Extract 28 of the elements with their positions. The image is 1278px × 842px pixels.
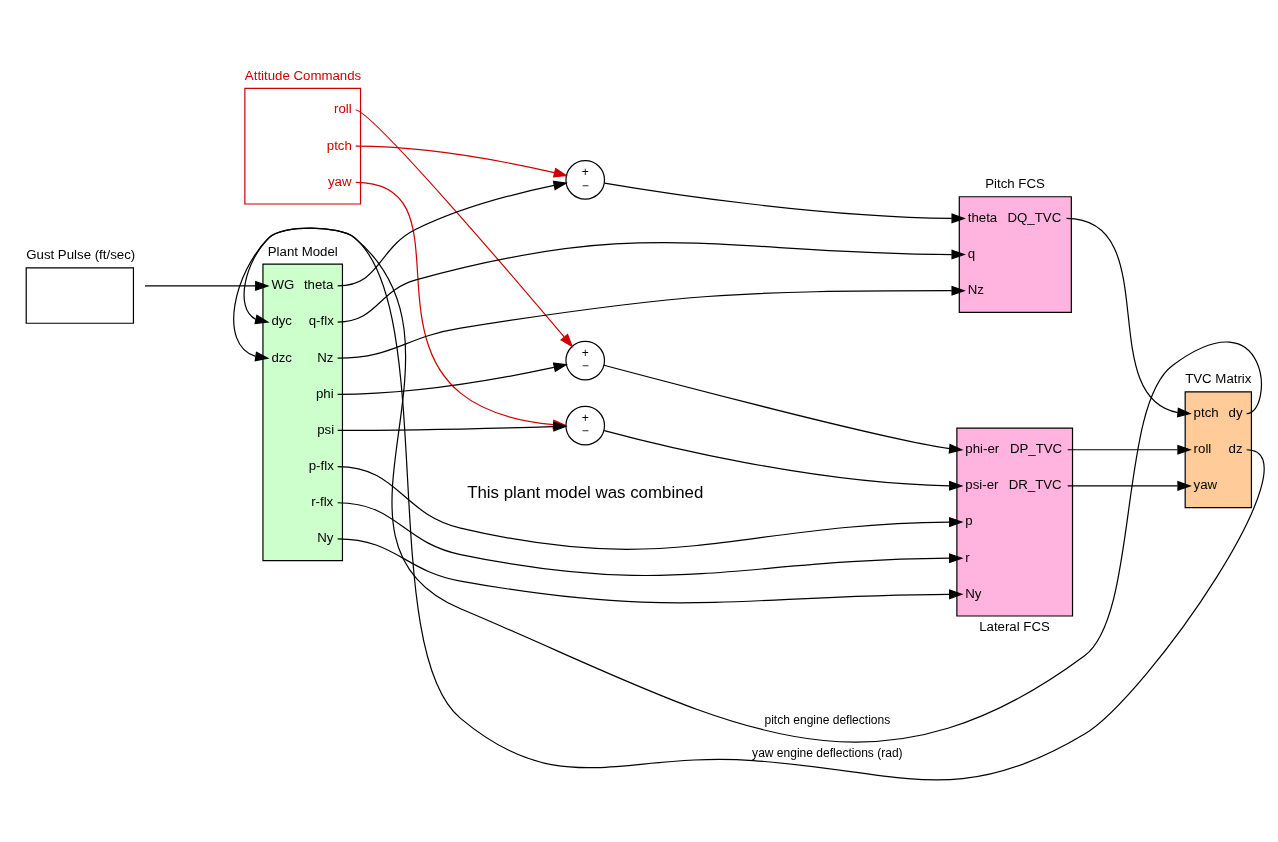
arrow (603, 364, 964, 454)
arrow (337, 502, 964, 577)
arrow (1067, 480, 1192, 491)
node-label: Attitude Commands (244, 67, 362, 83)
arrow (1065, 217, 1192, 418)
label: This plant model was combined (467, 482, 704, 502)
arrow (355, 109, 574, 348)
arrow (337, 285, 966, 359)
arrow (1067, 444, 1192, 455)
node-circle: + − (565, 160, 606, 200)
node-label: TVC Matrix (1185, 371, 1252, 387)
arrow (355, 145, 569, 178)
node-circle: + − (565, 340, 606, 381)
arrow (337, 466, 964, 550)
arrow (603, 182, 966, 224)
arrow (144, 280, 270, 291)
node-label: Lateral FCS (979, 619, 1050, 635)
node-circle: + − (565, 405, 606, 446)
edge-label: yaw engine deflections (rad) (752, 745, 903, 760)
arrow (337, 538, 964, 604)
arrow (337, 242, 966, 323)
arrow (337, 180, 568, 287)
node-label: Gust Pulse (ft/sec) (26, 247, 136, 263)
node-label: Plant Model (267, 243, 338, 259)
arrow (603, 429, 964, 491)
arrow (337, 362, 568, 395)
edge-label: pitch engine deflections (764, 713, 891, 728)
node-label: Pitch FCS (985, 176, 1045, 192)
